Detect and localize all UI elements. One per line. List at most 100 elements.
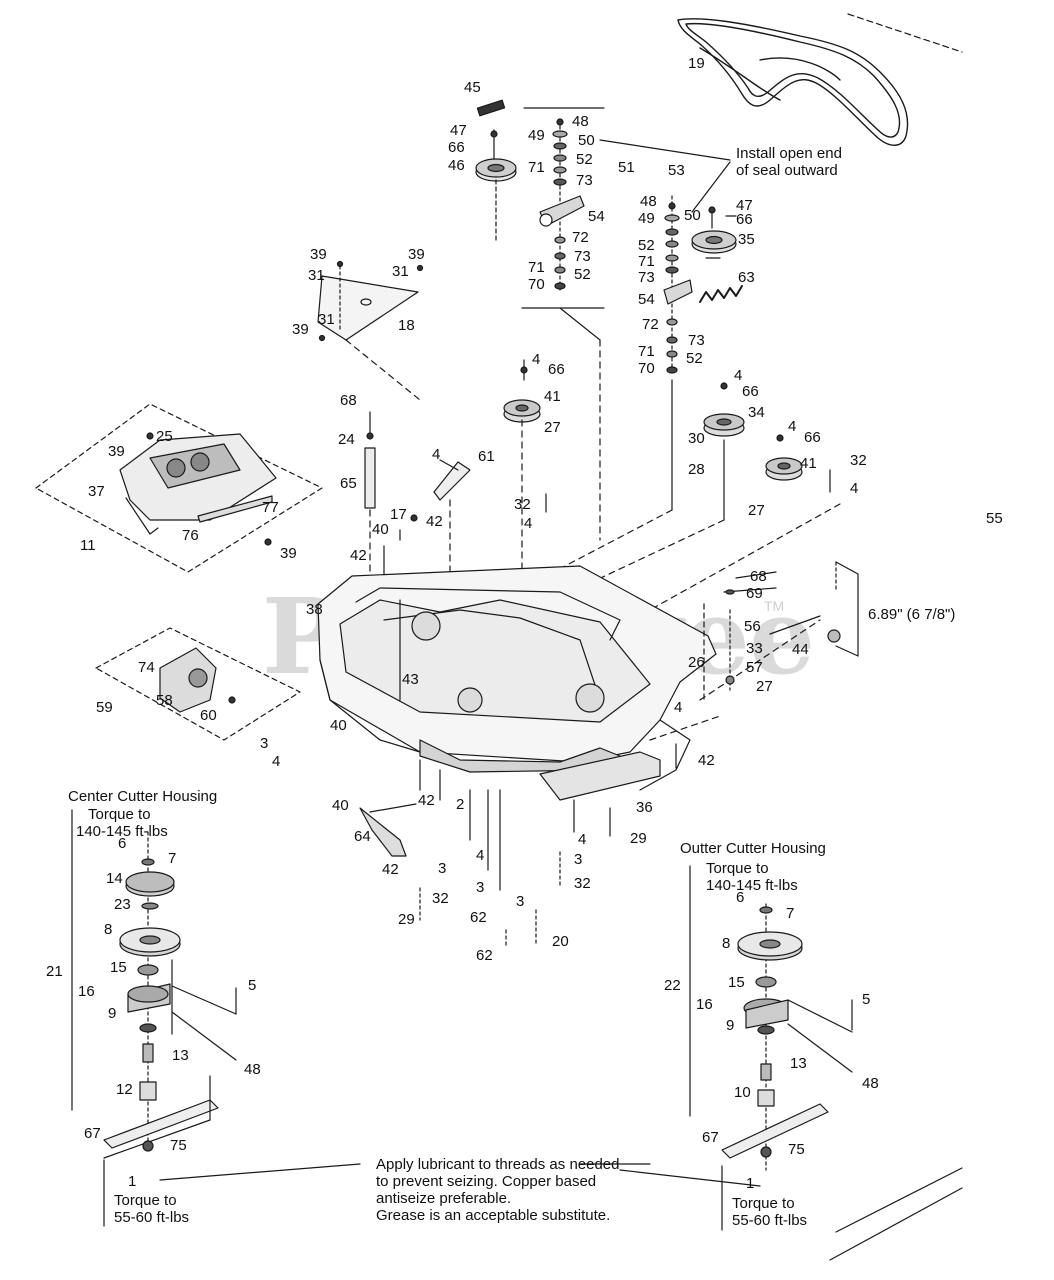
callout-10: 10 [734,1084,751,1101]
callout-55: 55 [986,510,1003,527]
callout-47: 47 [450,122,467,139]
callout-48: 48 [640,193,657,210]
watermark-trademark: TM [764,598,785,614]
callout-15: 15 [110,959,127,976]
callout-4: 4 [788,418,797,435]
callout-39: 39 [292,321,309,338]
callout-44: 44 [792,641,809,658]
center-torque-spec-bottom: Torque to 55-60 ft-lbs [114,1192,190,1226]
callout-38: 38 [306,601,323,618]
callout-39: 39 [280,545,297,562]
callout-27: 27 [544,419,561,436]
callout-42: 42 [426,513,443,530]
callout-72: 72 [572,229,589,246]
callout-32: 32 [574,875,591,892]
callout-40: 40 [332,797,349,814]
callout-66: 66 [804,429,821,446]
callout-6: 6 [736,889,745,906]
callout-60: 60 [200,707,217,724]
callout-58: 58 [156,692,173,709]
callout-8: 8 [722,935,731,952]
callout-46: 46 [448,157,465,174]
blade-height-dimension: 6.89" (6 7/8") [868,606,956,623]
callout-4: 4 [532,351,541,368]
callout-71: 71 [528,159,545,176]
callout-15: 15 [728,974,745,991]
callout-51: 51 [618,159,635,176]
callout-35: 35 [738,231,755,248]
callout-69: 69 [746,585,763,602]
callout-3: 3 [438,860,447,877]
callout-48: 48 [572,113,589,130]
gearbox-assembly [95,627,301,741]
callout-21: 21 [46,963,63,980]
callout-47: 47 [736,197,753,214]
callout-42: 42 [350,547,367,564]
callout-4: 4 [272,753,281,770]
outer-cutter-housing-title: Outter Cutter Housing [680,840,826,857]
callout-54: 54 [588,208,605,225]
callout-42: 42 [698,752,715,769]
callout-37: 37 [88,483,105,500]
callout-43: 43 [402,671,419,688]
drive-belt [677,18,909,146]
callout-20: 20 [552,933,569,950]
callout-39: 39 [108,443,125,460]
callout-27: 27 [756,678,773,695]
callout-16: 16 [78,983,95,1000]
callout-22: 22 [664,977,681,994]
callout-29: 29 [398,911,415,928]
callout-52: 52 [686,350,703,367]
callout-4: 4 [524,515,533,532]
callout-66: 66 [448,139,465,156]
callout-4: 4 [734,367,743,384]
callout-3: 3 [260,735,269,752]
callout-54: 54 [638,291,655,308]
center-cutter-housing-title: Center Cutter Housing [68,788,218,805]
callout-77: 77 [262,499,279,516]
callout-76: 76 [182,527,199,544]
callout-29: 29 [630,830,647,847]
callout-19: 19 [688,55,705,72]
center-cutter-housing [71,809,237,1227]
callout-62: 62 [476,947,493,964]
callout-62: 62 [470,909,487,926]
callout-73: 73 [574,248,591,265]
deck-cover-assembly [35,403,323,573]
callout-18: 18 [398,317,415,334]
callout-5: 5 [248,977,257,994]
callout-1: 1 [746,1175,755,1192]
pulley-spindle-41-center [503,359,541,601]
callout-8: 8 [104,921,113,938]
callout-53: 53 [668,162,685,179]
callout-52: 52 [576,151,593,168]
callout-12: 12 [116,1081,133,1098]
callout-23: 23 [114,896,131,913]
callout-57: 57 [746,659,763,676]
callout-31: 31 [308,267,325,284]
callout-49: 49 [528,127,545,144]
callout-67: 67 [702,1129,719,1146]
callout-72: 72 [642,316,659,333]
callout-30: 30 [688,430,705,447]
callout-71: 71 [638,343,655,360]
callout-3: 3 [516,893,525,910]
mower-deck [317,565,821,949]
callout-34: 34 [748,404,765,421]
seal-install-note: Install open end of seal outward [736,145,842,179]
callout-50: 50 [578,132,595,149]
callout-52: 52 [638,237,655,254]
callout-7: 7 [168,850,177,867]
callout-49: 49 [638,210,655,227]
callout-5: 5 [862,991,871,1008]
outer-torque-spec-top: Torque to 140-145 ft-lbs [706,860,798,894]
callout-2: 2 [456,796,465,813]
center-torque-spec-top: Torque to 140-145 ft-lbs [76,806,168,840]
callout-9: 9 [726,1017,735,1034]
outer-torque-spec-bottom: Torque to 55-60 ft-lbs [732,1195,808,1229]
callout-3: 3 [476,879,485,896]
callout-11: 11 [80,537,96,554]
callout-14: 14 [106,870,123,887]
callout-41: 41 [800,455,817,472]
